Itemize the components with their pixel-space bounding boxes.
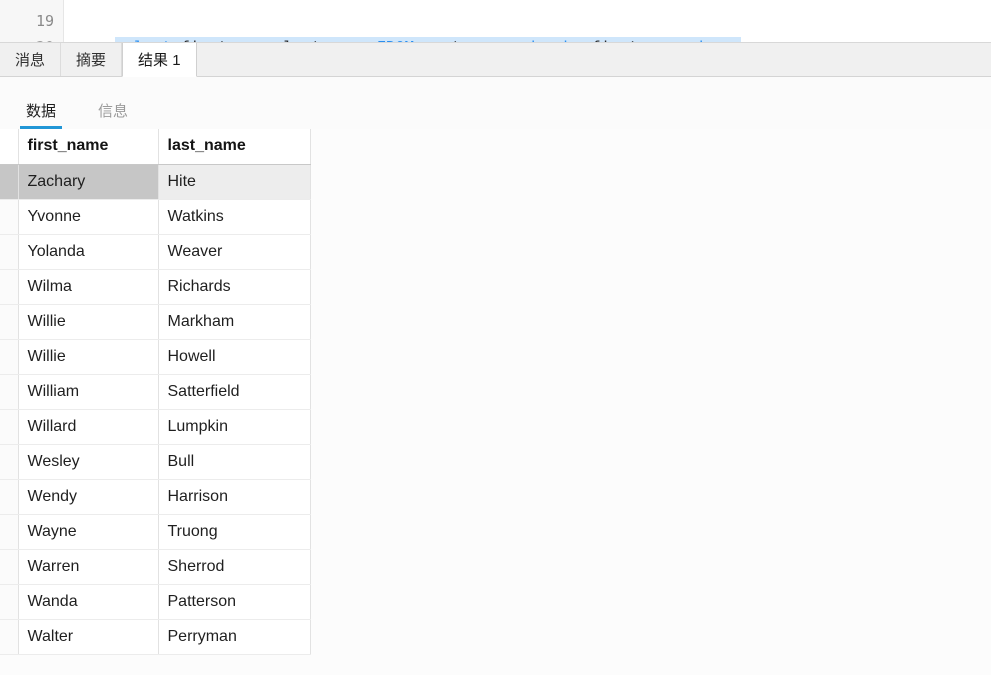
row-selector-cell[interactable]: [0, 269, 18, 304]
row-selector-cell[interactable]: [0, 584, 18, 619]
row-selector-cell[interactable]: [0, 479, 18, 514]
row-selector-cell[interactable]: [0, 304, 18, 339]
cell-first-name[interactable]: William: [18, 374, 158, 409]
tab-label: 消息: [15, 49, 45, 70]
result-subtab-bar: 数据 信息: [0, 77, 991, 129]
result-grid-table[interactable]: first_name last_name ZacharyHiteYvonneWa…: [0, 129, 311, 655]
row-selector-header[interactable]: [0, 129, 18, 164]
cell-first-name[interactable]: Wesley: [18, 444, 158, 479]
row-selector-cell[interactable]: [0, 199, 18, 234]
cell-last-name[interactable]: Markham: [158, 304, 310, 339]
table-row[interactable]: YvonneWatkins: [0, 199, 310, 234]
cell-last-name[interactable]: Satterfield: [158, 374, 310, 409]
cell-first-name[interactable]: Wayne: [18, 514, 158, 549]
subtab-info-label: 信息: [98, 103, 128, 120]
cell-first-name[interactable]: Warren: [18, 549, 158, 584]
row-selector-cell[interactable]: [0, 409, 18, 444]
result-tab-bar: 消息 摘要 结果 1: [0, 42, 991, 77]
cell-last-name[interactable]: Weaver: [158, 234, 310, 269]
row-selector-cell[interactable]: [0, 619, 18, 654]
cell-last-name[interactable]: Perryman: [158, 619, 310, 654]
cell-last-name[interactable]: Truong: [158, 514, 310, 549]
subtab-info[interactable]: 信息: [92, 100, 134, 129]
cell-first-name[interactable]: Willard: [18, 409, 158, 444]
column-header-first-name[interactable]: first_name: [18, 129, 158, 164]
cell-last-name[interactable]: Howell: [158, 339, 310, 374]
row-selector-cell[interactable]: [0, 514, 18, 549]
row-selector-cell[interactable]: [0, 374, 18, 409]
subtab-data[interactable]: 数据: [20, 100, 62, 129]
table-row[interactable]: YolandaWeaver: [0, 234, 310, 269]
cell-first-name[interactable]: Yolanda: [18, 234, 158, 269]
table-row[interactable]: WilliamSatterfield: [0, 374, 310, 409]
tab-label: 摘要: [76, 49, 106, 70]
line-number-18: 18: [4, 0, 54, 8]
table-row[interactable]: ZacharyHite: [0, 164, 310, 199]
cell-last-name[interactable]: Richards: [158, 269, 310, 304]
sql-editor[interactable]: 18 19 20 select first_name,last_name FRO…: [0, 0, 991, 42]
table-row[interactable]: WarrenSherrod: [0, 549, 310, 584]
table-row[interactable]: WillieMarkham: [0, 304, 310, 339]
result-grid-area[interactable]: first_name last_name ZacharyHiteYvonneWa…: [0, 129, 991, 675]
subtab-data-label: 数据: [26, 103, 56, 120]
cell-last-name[interactable]: Watkins: [158, 199, 310, 234]
tab-label: 结果 1: [138, 49, 181, 70]
cell-last-name[interactable]: Harrison: [158, 479, 310, 514]
table-row[interactable]: WendyHarrison: [0, 479, 310, 514]
row-selector-cell[interactable]: [0, 444, 18, 479]
cell-last-name[interactable]: Bull: [158, 444, 310, 479]
table-row[interactable]: WillardLumpkin: [0, 409, 310, 444]
cell-first-name[interactable]: Zachary: [18, 164, 158, 199]
line-number-20: 20: [4, 34, 54, 42]
row-selector-cell[interactable]: [0, 164, 18, 199]
column-header-last-name[interactable]: last_name: [158, 129, 310, 164]
tab-result-1[interactable]: 结果 1: [122, 43, 197, 77]
tab-summary[interactable]: 摘要: [61, 43, 122, 76]
table-row[interactable]: WilmaRichards: [0, 269, 310, 304]
cell-last-name[interactable]: Sherrod: [158, 549, 310, 584]
cell-first-name[interactable]: Willie: [18, 339, 158, 374]
result-grid-body[interactable]: ZacharyHiteYvonneWatkinsYolandaWeaverWil…: [0, 164, 310, 654]
table-row[interactable]: WalterPerryman: [0, 619, 310, 654]
cell-first-name[interactable]: Wendy: [18, 479, 158, 514]
cell-first-name[interactable]: Yvonne: [18, 199, 158, 234]
cell-last-name[interactable]: Patterson: [158, 584, 310, 619]
table-row[interactable]: WillieHowell: [0, 339, 310, 374]
cell-first-name[interactable]: Walter: [18, 619, 158, 654]
table-row[interactable]: WandaPatterson: [0, 584, 310, 619]
cell-first-name[interactable]: Wanda: [18, 584, 158, 619]
line-number-19: 19: [4, 8, 54, 34]
row-selector-cell[interactable]: [0, 339, 18, 374]
result-grid-header: first_name last_name: [0, 129, 310, 164]
table-row[interactable]: WayneTruong: [0, 514, 310, 549]
row-selector-cell[interactable]: [0, 549, 18, 584]
header-row: first_name last_name: [0, 129, 310, 164]
cell-last-name[interactable]: Hite: [158, 164, 310, 199]
sql-statement-line[interactable]: select first_name,last_name FROM custome…: [78, 8, 741, 34]
cell-last-name[interactable]: Lumpkin: [158, 409, 310, 444]
cell-first-name[interactable]: Wilma: [18, 269, 158, 304]
table-row[interactable]: WesleyBull: [0, 444, 310, 479]
row-selector-cell[interactable]: [0, 234, 18, 269]
cell-first-name[interactable]: Willie: [18, 304, 158, 339]
editor-line-number-gutter: 18 19 20: [0, 0, 64, 42]
tab-messages[interactable]: 消息: [0, 43, 61, 76]
